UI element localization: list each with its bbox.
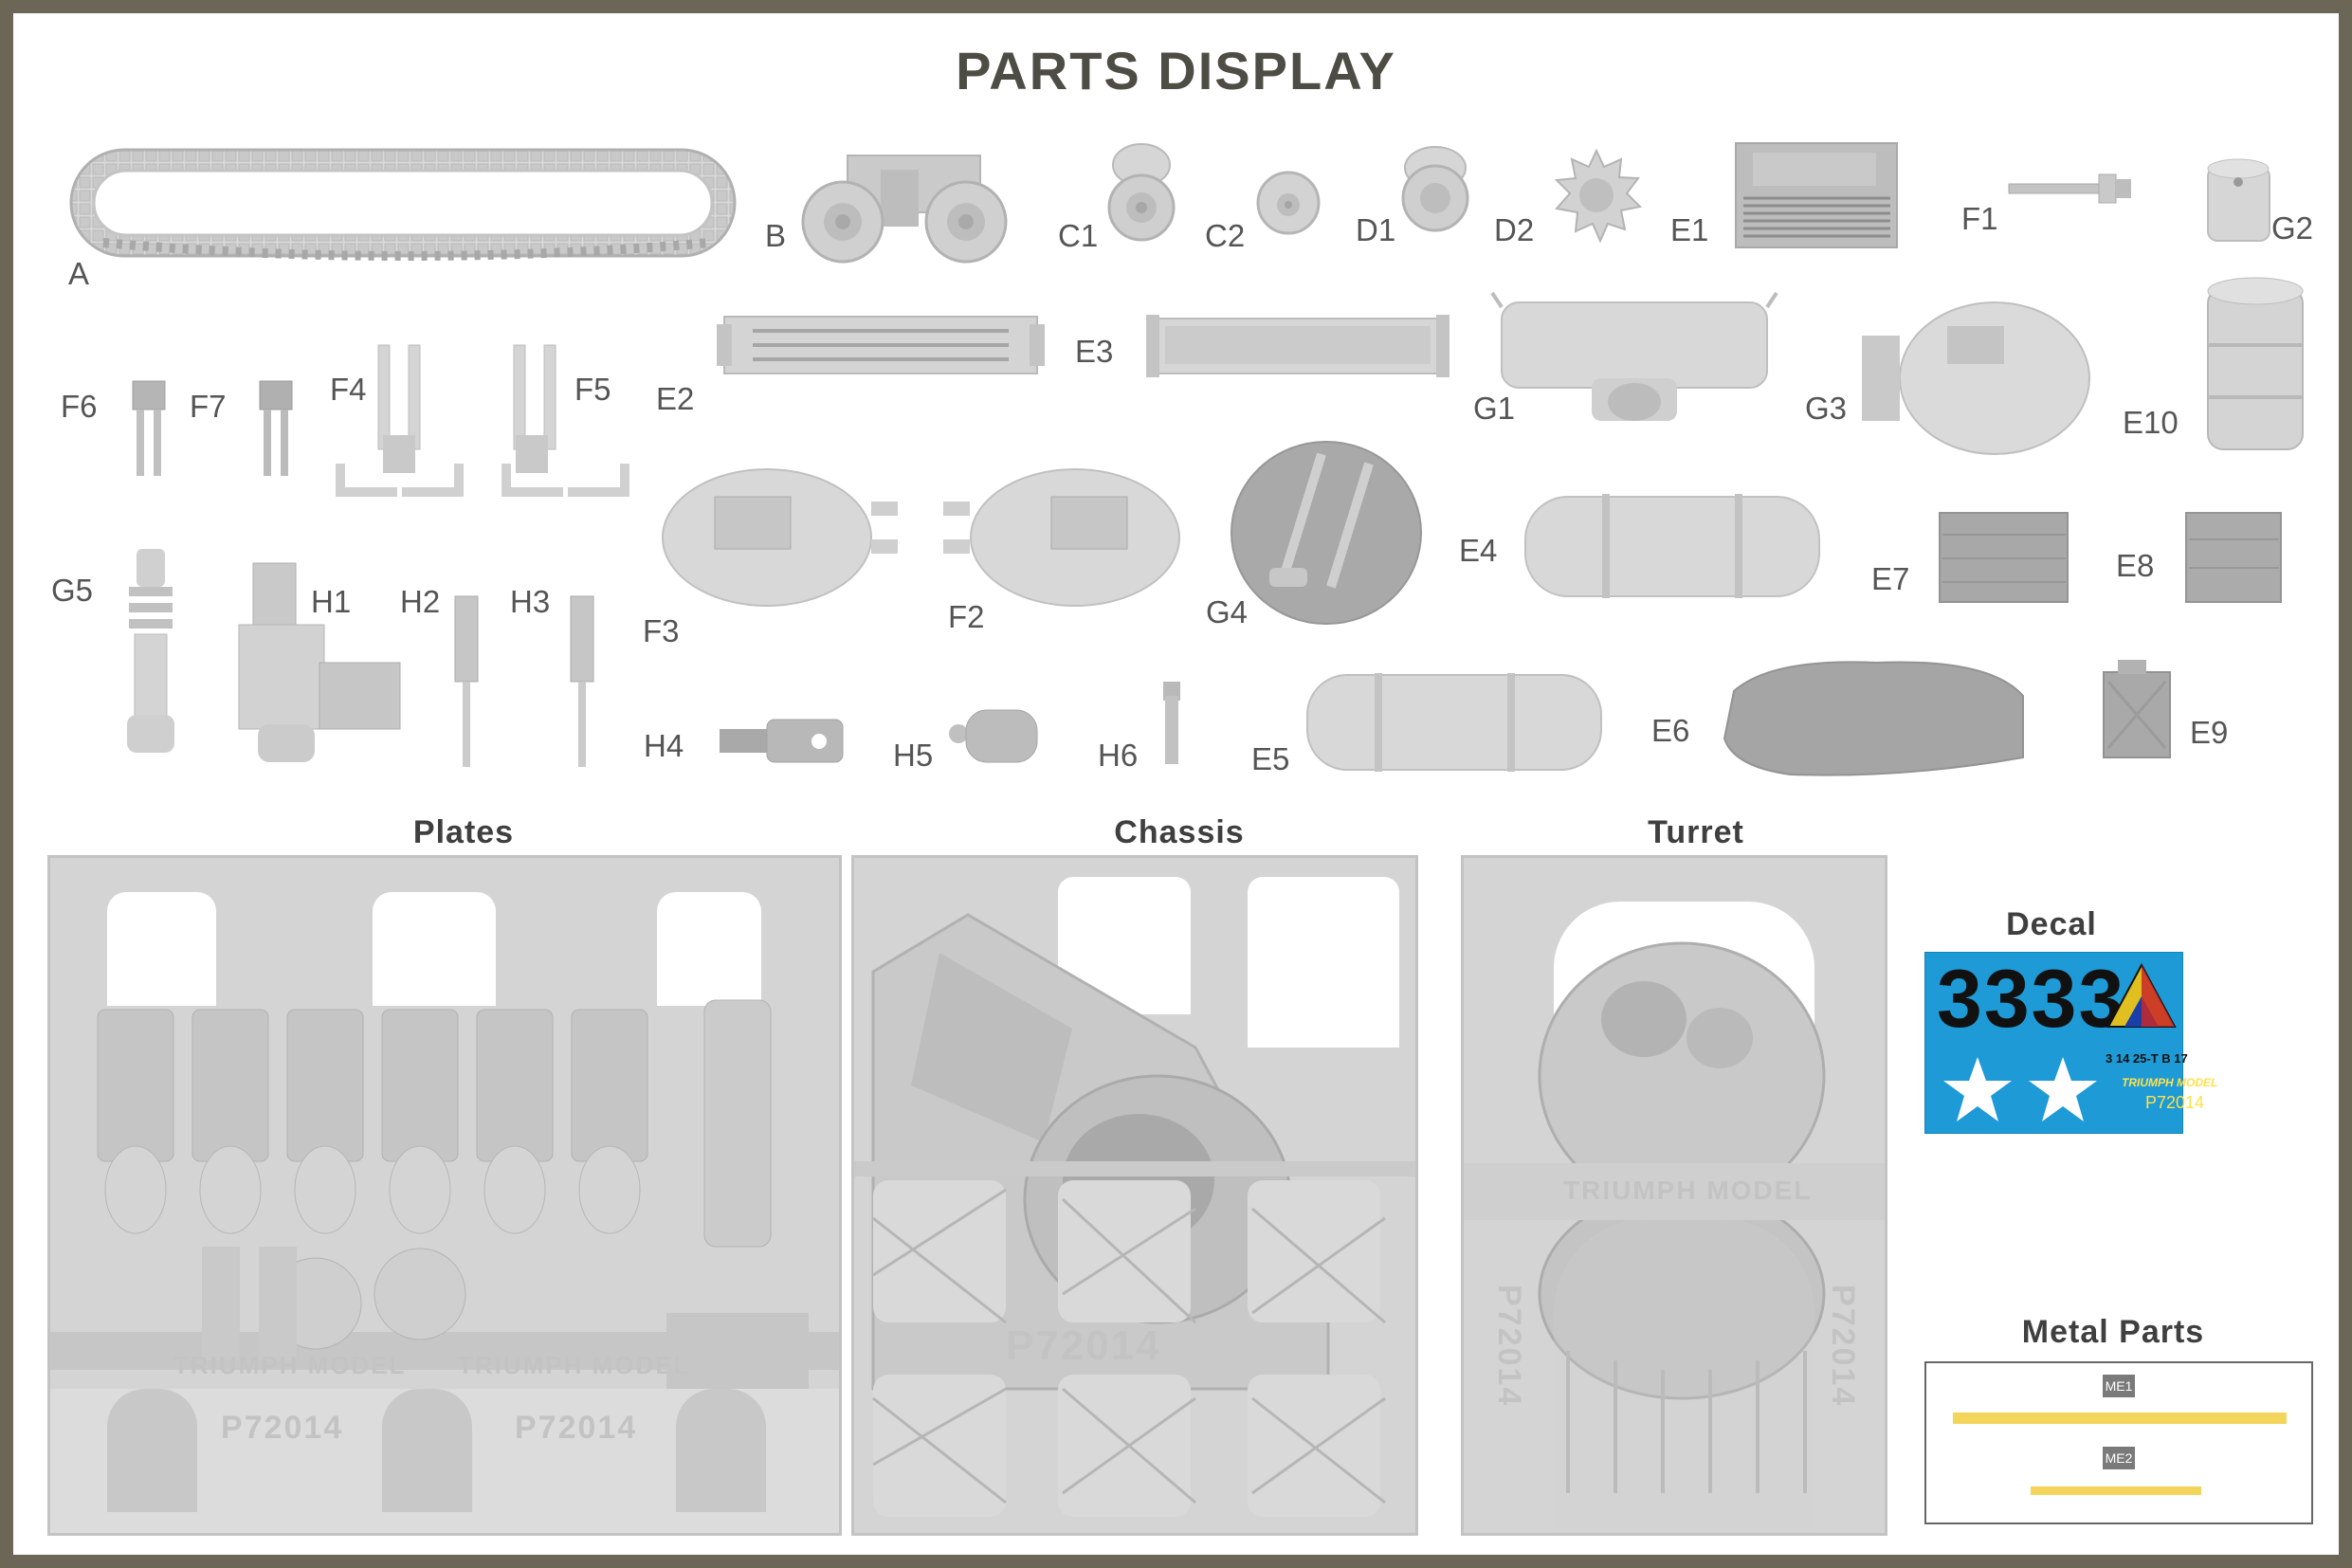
label-g2: G2	[2271, 210, 2314, 246]
part-h2-mg	[454, 595, 479, 767]
label-b: B	[765, 218, 787, 253]
plates-code-stamp-2: P72014	[515, 1410, 638, 1446]
part-e6-tarp	[1723, 661, 2024, 776]
plates-brand-stamp: TRIUMPH MODEL	[173, 1351, 407, 1379]
part-d2-sprocket	[1554, 148, 1643, 244]
label-h4: H4	[644, 728, 684, 763]
section-title-chassis: Chassis	[1114, 814, 1245, 850]
part-e9-jerrycan	[2103, 660, 2171, 758]
part-h6-periscope	[1163, 682, 1180, 764]
section-title-metal-parts: Metal Parts	[2021, 1314, 2205, 1350]
part-f5-tow-bracket	[501, 344, 629, 497]
part-e10-fuel-drum	[2207, 277, 2304, 450]
decal-star-2	[2029, 1057, 2097, 1121]
turret-code-stamp-right: P72014	[1825, 1285, 1861, 1408]
label-f1: F1	[1961, 201, 1998, 236]
metal-tag-me1: ME1	[2103, 1375, 2135, 1397]
decal-insignia	[2106, 962, 2177, 1028]
plates-print-plate: TRIUMPH MODEL TRIUMPH MODEL P72014 P7201…	[47, 855, 842, 1536]
part-g1-cupola-base	[1490, 291, 1778, 421]
label-c2: C2	[1205, 218, 1246, 253]
part-h3-mg	[570, 595, 594, 767]
section-title-plates: Plates	[412, 814, 515, 850]
part-f4-tow-bracket	[336, 344, 464, 497]
part-e8-crate	[2185, 512, 2282, 603]
label-e7: E7	[1871, 561, 1910, 596]
part-f2-mantlet	[943, 468, 1180, 607]
label-g3: G3	[1805, 391, 1848, 426]
part-e2-rack	[717, 316, 1045, 374]
part-f3-mantlet	[662, 468, 898, 607]
decal-brand: TRIUMPH MODEL	[2122, 1076, 2218, 1089]
label-d2: D2	[1494, 212, 1535, 247]
section-title-decal: Decal	[2006, 906, 2097, 942]
part-e4-bedroll	[1524, 494, 1820, 598]
part-d1-wheel	[1401, 146, 1469, 232]
label-g4: G4	[1206, 594, 1249, 629]
metal-part-me1	[1953, 1413, 2287, 1424]
decal-number: 3333	[1937, 954, 2126, 1045]
decal-code: P72014	[2145, 1093, 2205, 1112]
metal-parts-box: ME1 ME2	[1924, 1361, 2313, 1524]
label-h5: H5	[893, 738, 934, 773]
label-e2: E2	[656, 381, 695, 416]
part-h1-gun-breech	[238, 562, 401, 762]
label-h3: H3	[510, 584, 551, 619]
part-h5-muzzle	[949, 709, 1038, 763]
part-g3-hatch	[1862, 301, 2090, 455]
label-a: A	[68, 256, 90, 291]
parts-display-sheet: PARTS DISPLAY A B C1 C2	[13, 13, 2339, 1555]
part-e1-engine-deck	[1735, 142, 1898, 248]
label-f7: F7	[190, 389, 227, 424]
metal-part-me2	[2031, 1486, 2201, 1495]
part-e3-rack	[1146, 315, 1449, 377]
label-f4: F4	[330, 372, 367, 407]
decal-sheet: 3333 3 14 25-T B 17 TRIUMPH MODEL P72014	[1924, 952, 2217, 1134]
label-h1: H1	[311, 584, 352, 619]
part-g2-cylinder	[2207, 158, 2270, 242]
turret-code-stamp-left: P72014	[1491, 1285, 1527, 1408]
label-f6: F6	[61, 389, 98, 424]
label-f2: F2	[948, 599, 985, 634]
metal-tag-me2: ME2	[2103, 1447, 2135, 1469]
part-a-track	[69, 148, 737, 261]
label-e10: E10	[2123, 405, 2179, 440]
label-f5: F5	[574, 372, 611, 407]
part-b-bogie	[801, 155, 1008, 264]
section-title-turret: Turret	[1648, 814, 1744, 850]
label-h2: H2	[400, 584, 441, 619]
label-e6: E6	[1651, 713, 1690, 748]
page-title: PARTS DISPLAY	[956, 41, 1396, 100]
label-e4: E4	[1459, 533, 1498, 568]
label-e9: E9	[2190, 715, 2229, 750]
label-e5: E5	[1251, 741, 1290, 776]
part-c1-wheel	[1107, 143, 1176, 242]
part-e5-tarp-roll	[1306, 673, 1602, 772]
chassis-print-plate: P72014	[851, 855, 1418, 1536]
label-e3: E3	[1075, 334, 1114, 369]
chassis-code-stamp: P72014	[1006, 1322, 1161, 1369]
label-e1: E1	[1670, 212, 1709, 247]
part-f6-bracket	[132, 380, 166, 476]
part-f7-bracket	[259, 380, 293, 476]
turret-brand-stamp: TRIUMPH MODEL	[1563, 1176, 1813, 1205]
part-e7-crate	[1939, 512, 2069, 603]
label-g1: G1	[1473, 391, 1516, 426]
plates-code-stamp: P72014	[221, 1410, 344, 1446]
label-h6: H6	[1098, 738, 1139, 773]
plates-brand-stamp-2: TRIUMPH MODEL	[458, 1351, 691, 1379]
part-g4-hatch-plate	[1231, 441, 1422, 625]
decal-small-text: 3 14 25-T B 17	[2106, 1051, 2188, 1066]
label-e8: E8	[2116, 548, 2155, 583]
part-c2-wheel	[1256, 171, 1321, 235]
label-c1: C1	[1058, 218, 1099, 253]
turret-print-plate: TRIUMPH MODEL P72014 P72014	[1461, 855, 1887, 1536]
label-d1: D1	[1356, 212, 1396, 247]
decal-star-1	[1943, 1057, 2012, 1121]
label-f3: F3	[643, 613, 680, 648]
label-g5: G5	[51, 573, 94, 608]
part-h4-mount	[720, 719, 844, 763]
part-g5-shock	[127, 549, 174, 753]
part-f1-antenna-mount	[2008, 173, 2131, 204]
